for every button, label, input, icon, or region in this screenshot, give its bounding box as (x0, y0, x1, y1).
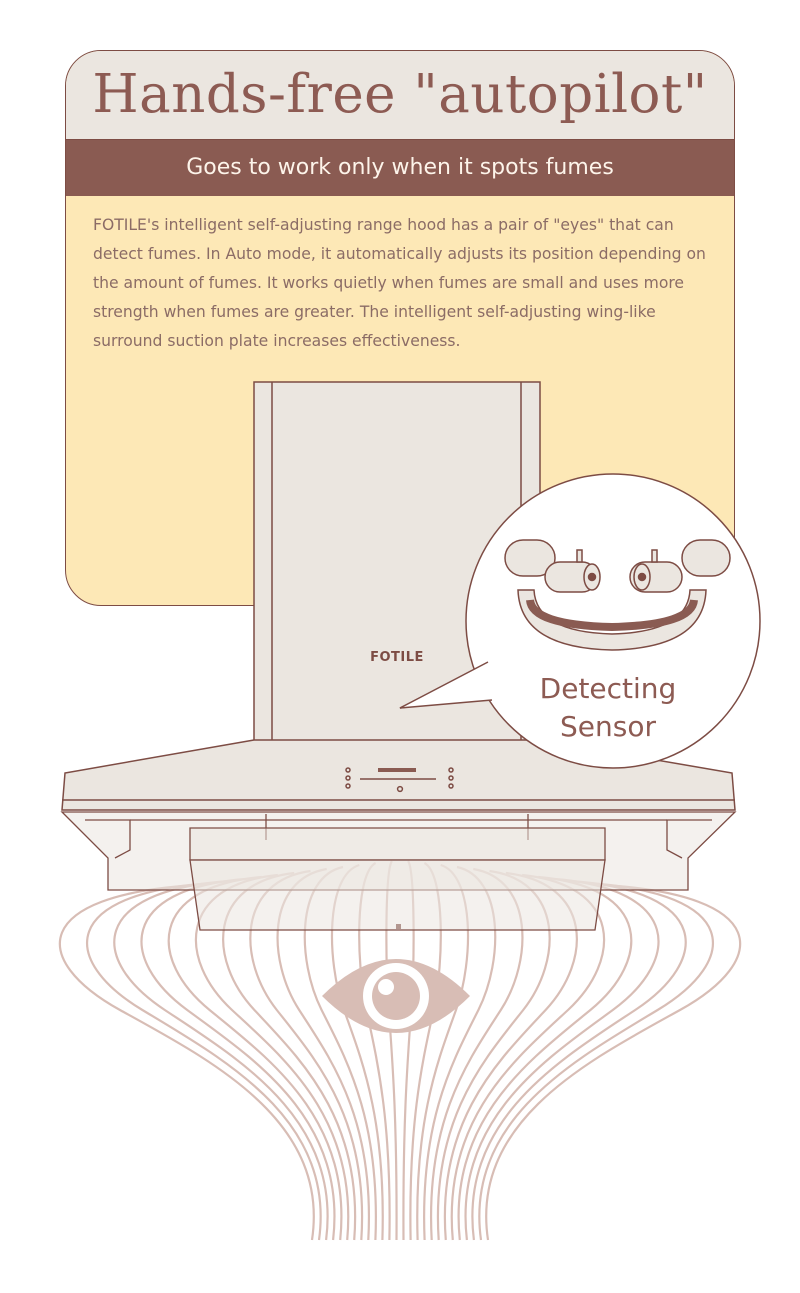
suction-plate (60, 811, 737, 931)
smoke-lines (58, 860, 742, 1241)
sensor-label-line2: Sensor (560, 710, 656, 743)
eye-icon (322, 959, 470, 1033)
info-card: Hands-free "autopilot" Goes to work only… (65, 50, 735, 606)
sensor-label-line1: Detecting (539, 672, 677, 705)
page-title: Hands-free "autopilot" (92, 64, 708, 125)
brand-logo: FOTILE (370, 650, 424, 665)
subtitle-band: Goes to work only when it spots fumes (66, 140, 734, 196)
sensor-icon (504, 539, 731, 651)
subtitle: Goes to work only when it spots fumes (186, 155, 614, 180)
description-text: FOTILE's intelligent self-adjusting rang… (93, 216, 706, 350)
card-header: Hands-free "autopilot" (66, 51, 734, 140)
sensor-label: Detecting Sensor (508, 670, 708, 746)
